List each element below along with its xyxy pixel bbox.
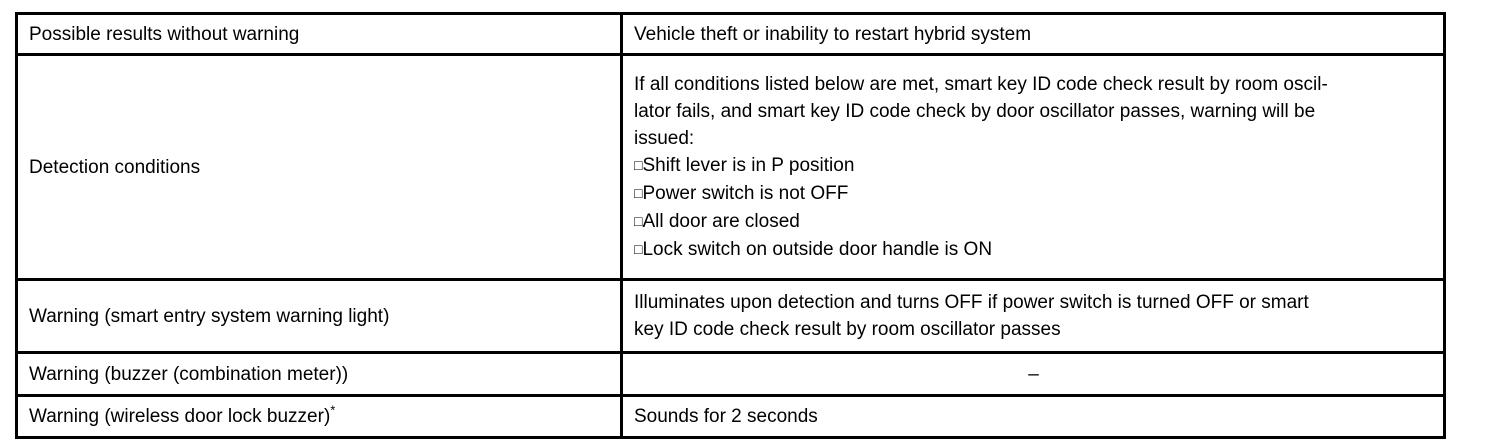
scanned-manual-page: Possible results without warning Vehicle…	[15, 12, 1446, 439]
table-row: Warning (buzzer (combination meter)) –	[15, 351, 1446, 397]
footnote-asterisk: *	[330, 402, 336, 418]
row-label-wireless-door-lock-buzzer: Warning (wireless door lock buzzer)*	[15, 394, 623, 439]
row-label-detection-conditions: Detection conditions	[15, 53, 623, 281]
value-line: Illuminates upon detection and turns OFF…	[634, 292, 1309, 313]
warning-spec-table: Possible results without warning Vehicle…	[15, 12, 1446, 439]
row-label-text: Warning (wireless door lock buzzer)	[29, 406, 331, 427]
condition-item: □Power switch is not OFF	[634, 180, 1433, 208]
table-row: Detection conditions If all conditions l…	[15, 53, 1446, 281]
table-row: Possible results without warning Vehicle…	[15, 12, 1446, 56]
row-value-buzzer-combination-meter: –	[620, 351, 1446, 397]
intro-line: If all conditions listed below are met, …	[634, 73, 1328, 95]
value-line: key ID code check result by room oscilla…	[634, 319, 1061, 340]
condition-item: □Lock switch on outside door handle is O…	[634, 236, 1433, 264]
square-bullet-icon: □	[634, 212, 643, 229]
condition-item: □Shift lever is in P position	[634, 152, 1433, 180]
square-bullet-icon: □	[634, 240, 643, 257]
row-label-warning-light: Warning (smart entry system warning ligh…	[15, 278, 623, 354]
condition-text: Shift lever is in P position	[642, 154, 855, 176]
condition-text: Power switch is not OFF	[642, 182, 849, 204]
condition-item: □All door are closed	[634, 208, 1433, 236]
table-row: Warning (smart entry system warning ligh…	[15, 278, 1446, 354]
row-value-possible-results: Vehicle theft or inability to restart hy…	[620, 12, 1446, 56]
condition-text: Lock switch on outside door handle is ON	[642, 238, 993, 260]
detection-intro: If all conditions listed below are met, …	[634, 71, 1433, 152]
condition-text: All door are closed	[642, 210, 800, 232]
warning-light-text: Illuminates upon detection and turns OFF…	[634, 289, 1433, 343]
intro-line: issued:	[634, 127, 695, 149]
row-value-detection-conditions: If all conditions listed below are met, …	[620, 53, 1446, 281]
square-bullet-icon: □	[634, 156, 643, 173]
intro-line: lator fails, and smart key ID code check…	[634, 100, 1316, 122]
row-label-buzzer-combination-meter: Warning (buzzer (combination meter))	[15, 351, 623, 397]
row-value-wireless-door-lock-buzzer: Sounds for 2 seconds	[620, 394, 1446, 439]
row-label-possible-results: Possible results without warning	[15, 12, 623, 56]
square-bullet-icon: □	[634, 184, 643, 201]
row-value-warning-light: Illuminates upon detection and turns OFF…	[620, 278, 1446, 354]
table-row: Warning (wireless door lock buzzer)* Sou…	[15, 394, 1446, 439]
